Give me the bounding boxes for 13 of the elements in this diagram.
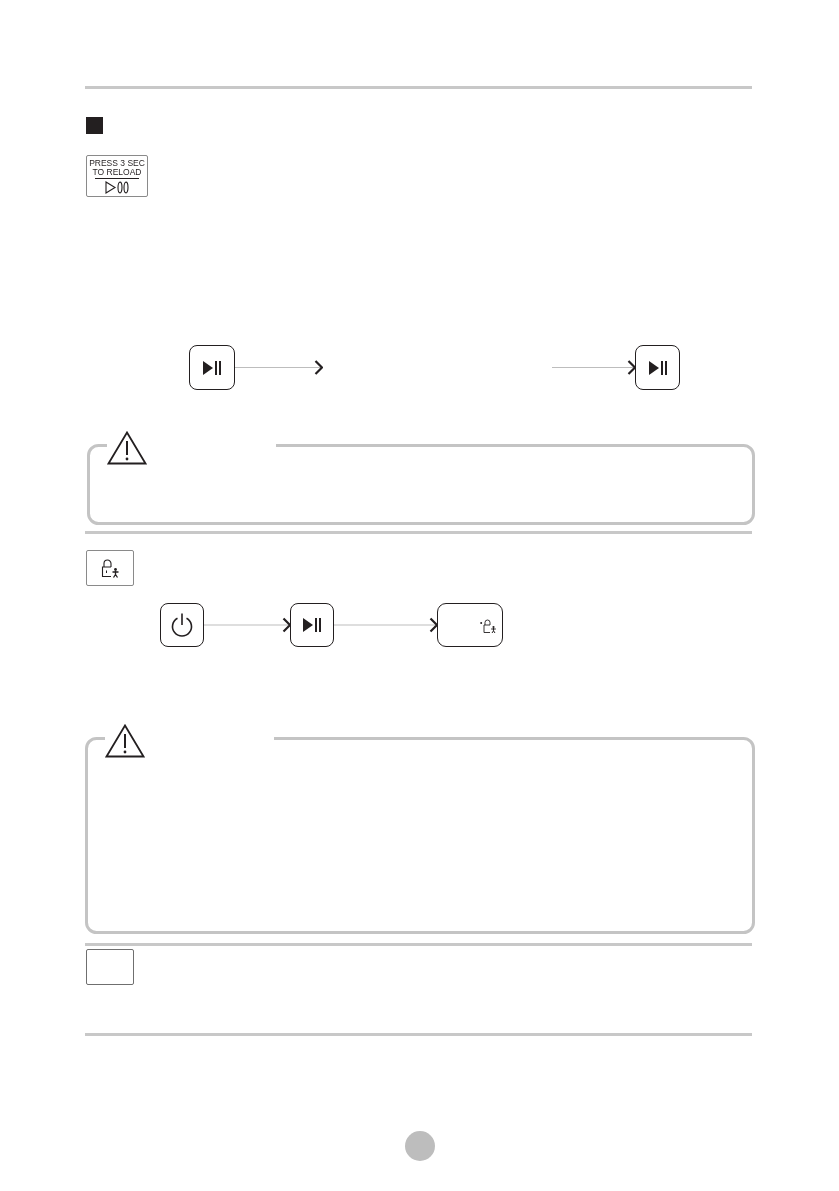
play-pause-button	[290, 603, 334, 647]
play-pause-button	[635, 345, 680, 390]
play-pause-button	[189, 345, 235, 390]
power-button	[160, 603, 204, 647]
arrow	[234, 359, 324, 376]
arrow	[333, 617, 439, 633]
empty-tile	[86, 949, 134, 985]
arrow	[551, 359, 637, 376]
key-label: PRESS 3 SEC TO RELOAD	[88, 158, 146, 177]
key-label-tile	[86, 155, 148, 197]
arrow	[203, 617, 292, 633]
child-lock-tile	[86, 550, 134, 586]
display-panel	[437, 603, 503, 647]
